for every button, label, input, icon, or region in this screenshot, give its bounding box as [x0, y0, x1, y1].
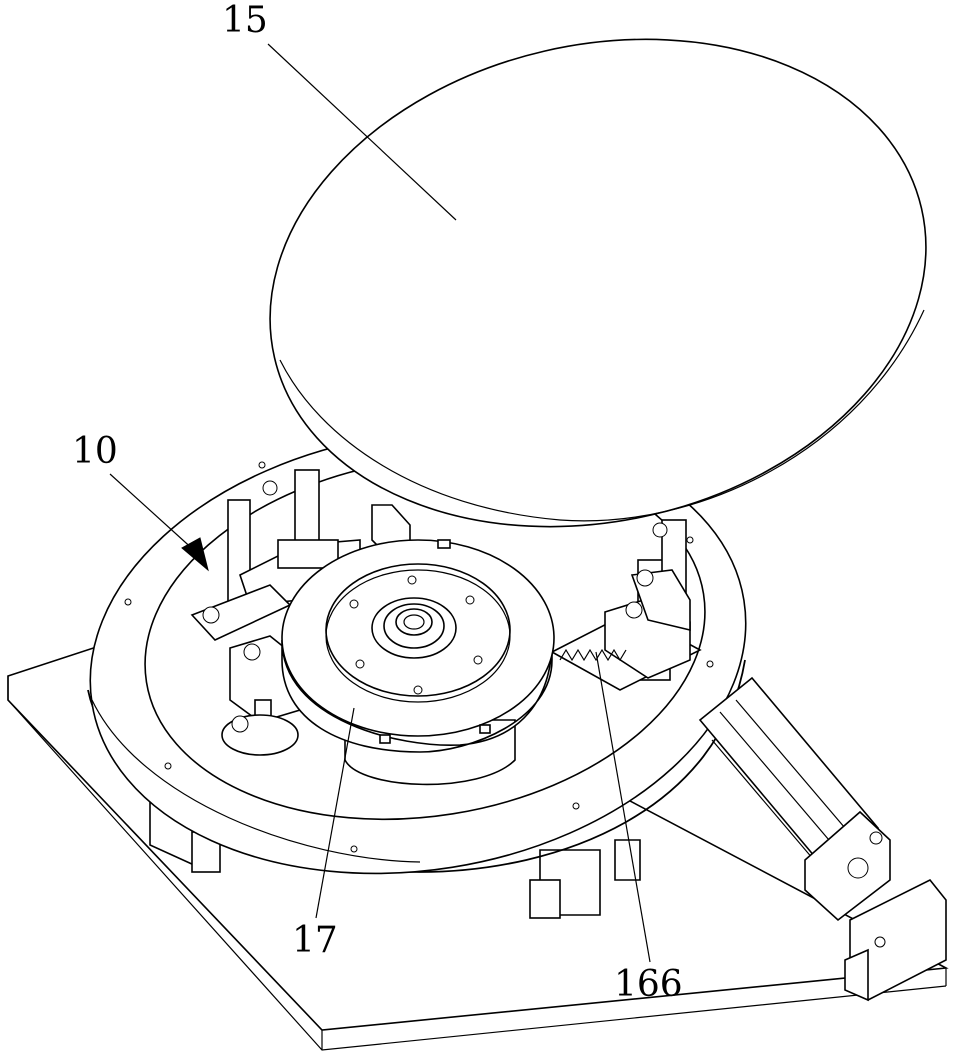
label-166: 166	[614, 964, 683, 1005]
label-15: 15	[222, 0, 268, 41]
leader-10	[110, 474, 196, 552]
label-17: 17	[292, 920, 338, 961]
label-10: 10	[72, 431, 118, 472]
